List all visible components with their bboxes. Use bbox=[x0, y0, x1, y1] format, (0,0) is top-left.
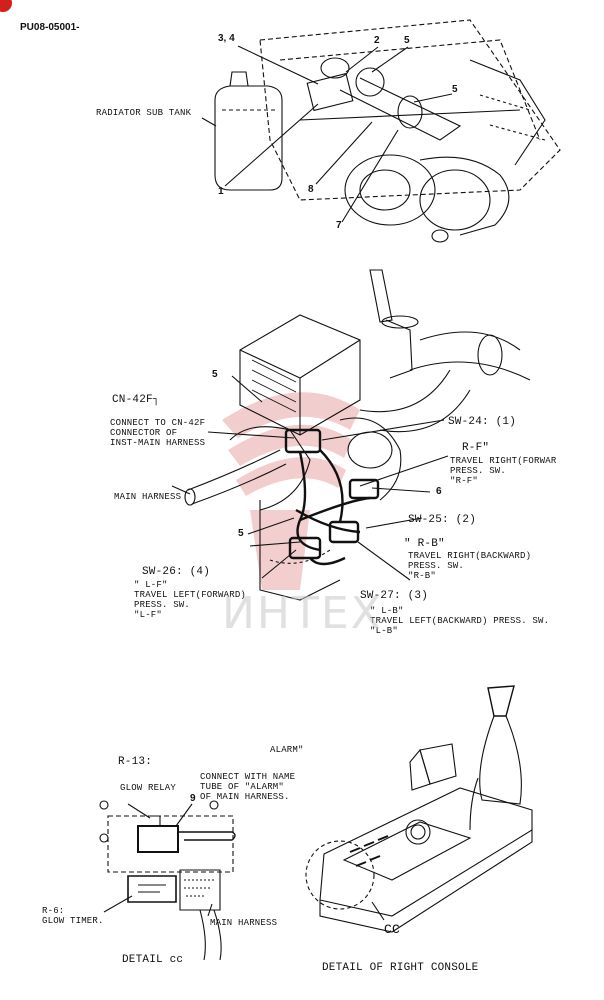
label-sw24: SW-24: (1) bbox=[448, 416, 517, 428]
callout-6: 6 bbox=[436, 486, 442, 497]
document-id: PU08-05001- bbox=[20, 22, 80, 33]
label-rb-description: TRAVEL RIGHT(BACKWARD) PRESS. SW. "R-B" bbox=[408, 551, 532, 581]
label-main-harness-bottom: MAIN HARNESS bbox=[210, 918, 278, 928]
label-radiator-sub-tank: RADIATOR SUB TANK bbox=[96, 108, 192, 118]
label-sw26: SW-26: (4) bbox=[142, 566, 211, 578]
label-lf-description: " L-F" TRAVEL LEFT(FORWARD) PRESS. SW. "… bbox=[134, 580, 247, 620]
label-sw27: SW-27: (3) bbox=[360, 590, 429, 602]
switch-harness-illustration bbox=[171, 269, 531, 601]
callout-2: 2 bbox=[374, 35, 380, 46]
label-rb-code: " R-B" bbox=[404, 538, 445, 550]
label-sw25: SW-25: (2) bbox=[408, 514, 477, 526]
label-main-harness: MAIN HARNESS bbox=[114, 492, 182, 502]
callout-1: 1 bbox=[218, 186, 224, 197]
watermark-logo bbox=[222, 392, 360, 590]
label-rf-description: TRAVEL RIGHT(FORWAR PRESS. SW. "R-F" bbox=[450, 456, 557, 486]
label-cc: CC bbox=[384, 922, 401, 937]
callout-5d: 5 bbox=[238, 528, 244, 539]
corner-marker bbox=[0, 0, 12, 12]
label-connect-alarm: CONNECT WITH NAME TUBE OF "ALARM" OF MAI… bbox=[200, 772, 296, 802]
label-r13: R-13: bbox=[118, 756, 153, 768]
console-detail-illustration bbox=[99, 685, 533, 961]
label-alarm: ALARM" bbox=[270, 745, 304, 755]
callout-8: 8 bbox=[308, 184, 314, 195]
callout-5a: 5 bbox=[404, 35, 410, 46]
callout-9: 9 bbox=[190, 793, 196, 804]
callout-5b: 5 bbox=[452, 84, 458, 95]
label-glow-relay: GLOW RELAY bbox=[120, 783, 177, 793]
label-rf-code: R-F" bbox=[462, 442, 490, 454]
watermark-text: ИНТЕХ bbox=[222, 588, 383, 639]
label-cn42f: CN-42F┐ bbox=[112, 394, 160, 406]
callout-5c: 5 bbox=[212, 369, 218, 380]
label-r6-glow-timer: R-6: GLOW TIMER. bbox=[42, 906, 104, 926]
engine-top-illustration bbox=[201, 19, 561, 243]
callout-7: 7 bbox=[336, 220, 342, 231]
label-detail-right-console: DETAIL OF RIGHT CONSOLE bbox=[322, 962, 479, 974]
label-detail-cc: DETAIL cc bbox=[122, 954, 184, 966]
label-connect-cn42f: CONNECT TO CN-42F CONNECTOR OF INST-MAIN… bbox=[110, 418, 206, 448]
callout-3-4: 3, 4 bbox=[218, 33, 235, 44]
label-lb-description: " L-B" TRAVEL LEFT(BACKWARD) PRESS. SW. … bbox=[370, 606, 550, 636]
